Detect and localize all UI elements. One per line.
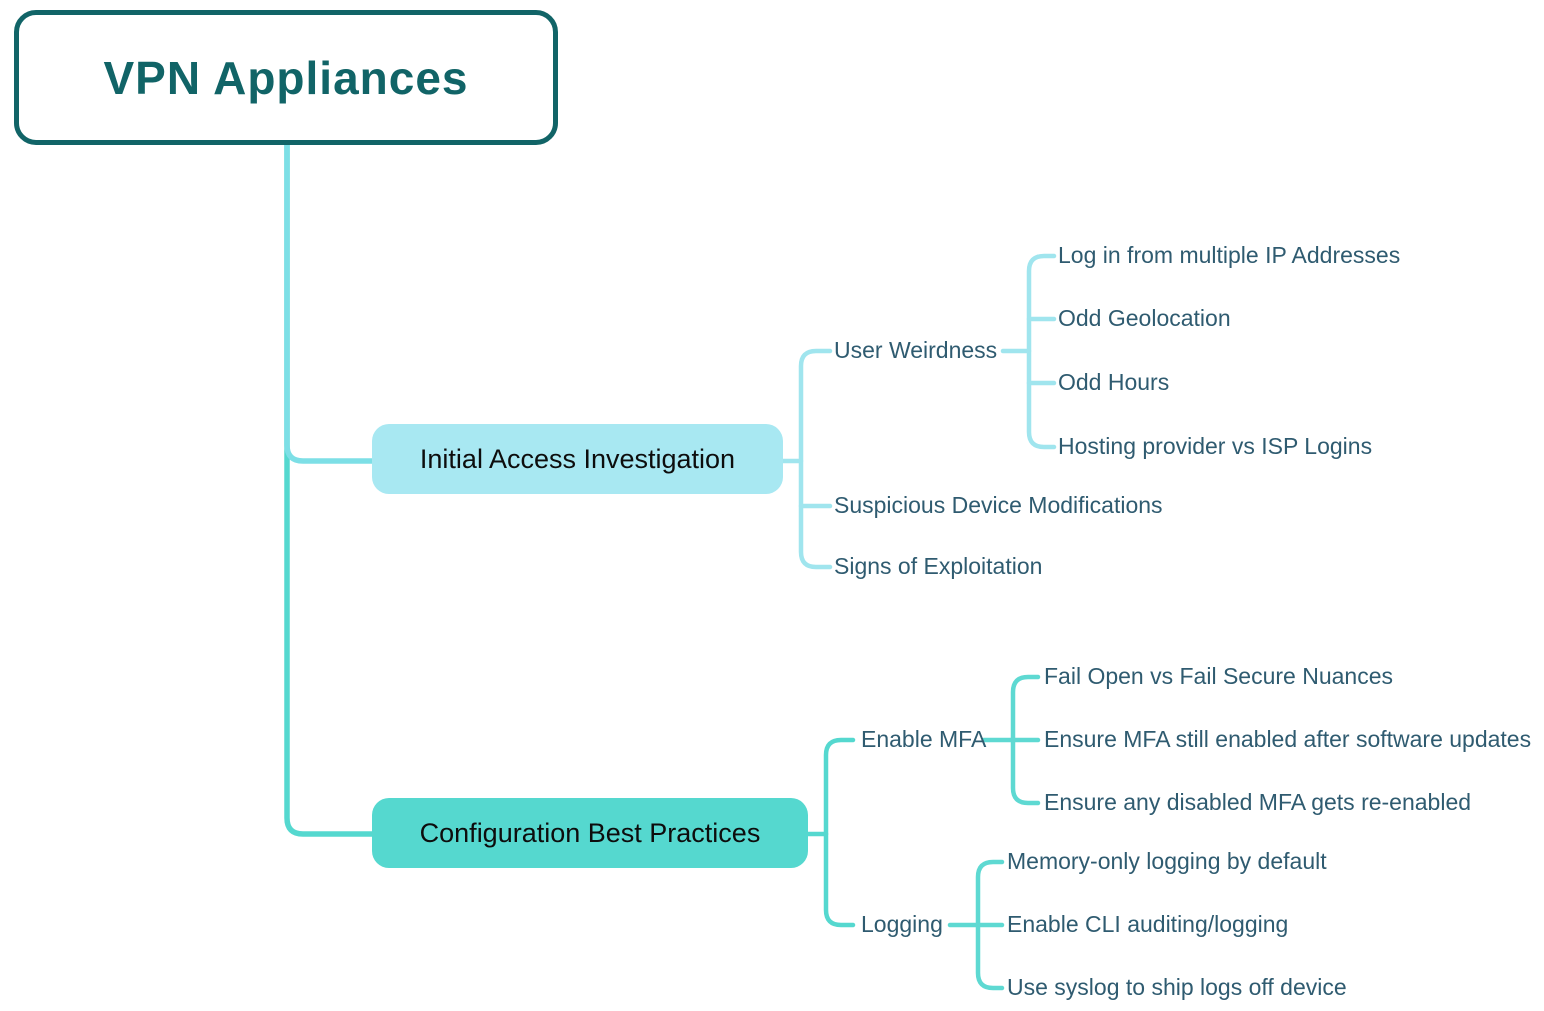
node-root[interactable]: VPN Appliances	[14, 10, 558, 145]
node-suspicious-device-modifications[interactable]: Suspicious Device Modifications	[834, 492, 1163, 519]
node-mfa-enabled-after-updates[interactable]: Ensure MFA still enabled after software …	[1044, 726, 1532, 753]
node-configuration-best-practices[interactable]: Configuration Best Practices	[372, 798, 808, 868]
node-hosting-provider-vs-isp-logins[interactable]: Hosting provider vs ISP Logins	[1058, 433, 1373, 460]
node-enable-mfa[interactable]: Enable MFA	[861, 726, 987, 753]
node-logging[interactable]: Logging	[861, 911, 943, 938]
node-enable-cli-auditing[interactable]: Enable CLI auditing/logging	[1007, 911, 1289, 938]
connector-root-to-initial-access	[284, 139, 375, 464]
node-initial-access-label: Initial Access Investigation	[419, 443, 736, 474]
node-initial-access-investigation[interactable]: Initial Access Investigation	[372, 424, 783, 494]
bracket-initial-access-children	[798, 348, 833, 570]
node-odd-hours[interactable]: Odd Hours	[1058, 369, 1170, 396]
node-config-best-practices-label: Configuration Best Practices	[419, 817, 761, 848]
node-user-weirdness[interactable]: User Weirdness	[834, 337, 998, 364]
node-fail-open-vs-fail-secure[interactable]: Fail Open vs Fail Secure Nuances	[1044, 663, 1393, 690]
node-syslog-ship-logs-off-device[interactable]: Use syslog to ship logs off device	[1007, 974, 1347, 1001]
node-root-label: VPN Appliances	[103, 51, 469, 104]
node-odd-geolocation[interactable]: Odd Geolocation	[1058, 305, 1231, 332]
node-memory-only-logging[interactable]: Memory-only logging by default	[1007, 848, 1327, 875]
bracket-logging-children	[975, 859, 1005, 991]
bracket-user-weirdness-children	[1026, 253, 1057, 450]
node-disabled-mfa-re-enabled[interactable]: Ensure any disabled MFA gets re-enabled	[1044, 789, 1472, 816]
node-signs-of-exploitation[interactable]: Signs of Exploitation	[834, 553, 1043, 580]
node-login-multiple-ip-addresses[interactable]: Log in from multiple IP Addresses	[1058, 242, 1401, 269]
bracket-enable-mfa-children	[1010, 674, 1041, 806]
bracket-config-children	[823, 737, 856, 928]
connector-root-to-config	[284, 139, 375, 837]
